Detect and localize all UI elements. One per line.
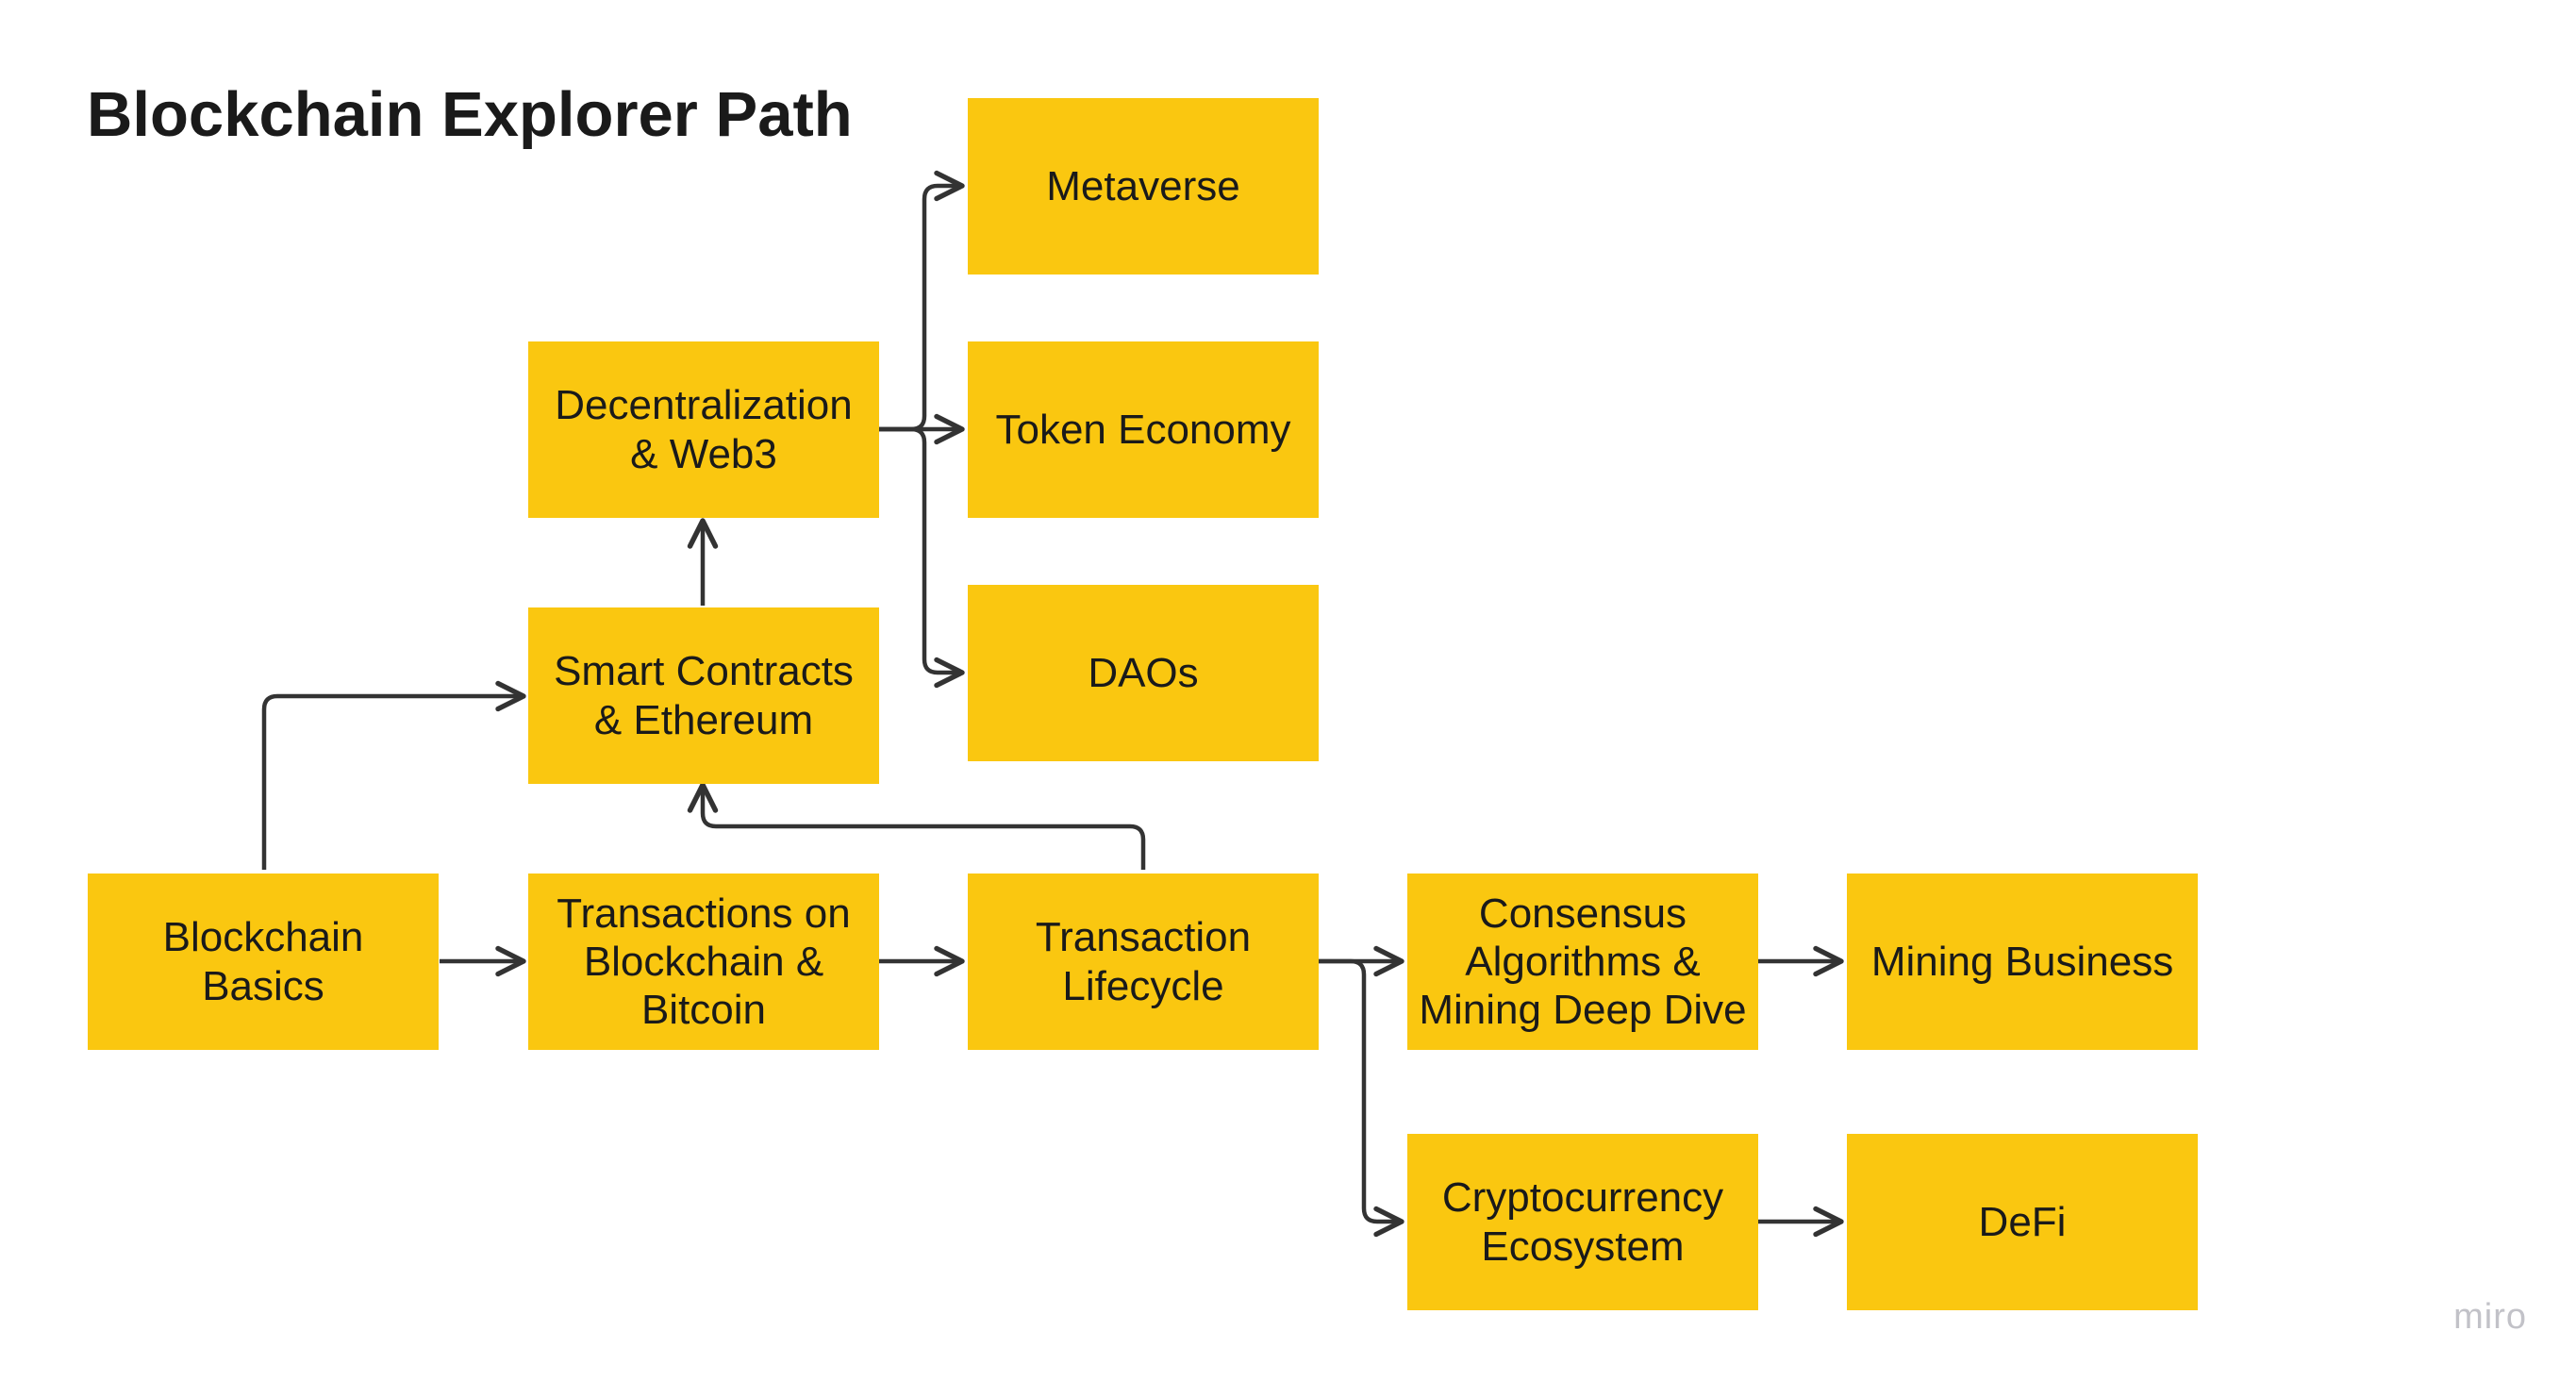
- node-transactions[interactable]: Transactions on Blockchain & Bitcoin: [528, 874, 879, 1050]
- node-consensus[interactable]: Consensus Algorithms & Mining Deep Dive: [1407, 874, 1758, 1050]
- node-transactions-label: Transactions on Blockchain & Bitcoin: [557, 890, 851, 1034]
- edge-decentralization-to-metaverse: [879, 170, 965, 432]
- node-token-economy-label: Token Economy: [995, 406, 1291, 453]
- node-token-economy[interactable]: Token Economy: [968, 341, 1319, 518]
- node-metaverse-label: Metaverse: [1046, 162, 1240, 209]
- node-transaction-lifecycle-label: Transaction Lifecycle: [1035, 914, 1252, 1009]
- node-defi-label: DeFi: [1978, 1198, 2067, 1245]
- edge-basics-to-smart-contracts: [261, 680, 526, 870]
- node-crypto-ecosystem[interactable]: Cryptocurrency Ecosystem: [1407, 1134, 1758, 1310]
- miro-watermark: miro: [2453, 1297, 2527, 1337]
- edge-lifecycle-to-crypto-ecosystem: [1319, 958, 1404, 1238]
- node-consensus-label: Consensus Algorithms & Mining Deep Dive: [1419, 890, 1747, 1034]
- node-metaverse[interactable]: Metaverse: [968, 98, 1319, 275]
- node-transaction-lifecycle[interactable]: Transaction Lifecycle: [968, 874, 1319, 1050]
- node-blockchain-basics-label: Blockchain Basics: [162, 914, 364, 1009]
- node-smart-contracts[interactable]: Smart Contracts & Ethereum: [528, 607, 879, 784]
- node-decentralization[interactable]: Decentralization & Web3: [528, 341, 879, 518]
- node-smart-contracts-label: Smart Contracts & Ethereum: [554, 648, 854, 743]
- node-daos-label: DAOs: [1088, 649, 1199, 696]
- node-mining-business-label: Mining Business: [1870, 938, 2174, 985]
- diagram-title: Blockchain Explorer Path: [87, 79, 853, 150]
- node-mining-business[interactable]: Mining Business: [1847, 874, 2198, 1050]
- node-crypto-ecosystem-label: Cryptocurrency Ecosystem: [1441, 1174, 1724, 1270]
- node-blockchain-basics[interactable]: Blockchain Basics: [88, 874, 439, 1050]
- edge-lifecycle-to-smart-contracts: [687, 782, 1146, 870]
- node-decentralization-label: Decentralization & Web3: [555, 382, 853, 477]
- node-daos[interactable]: DAOs: [968, 585, 1319, 761]
- node-defi[interactable]: DeFi: [1847, 1134, 2198, 1310]
- edge-decentralization-to-daos: [879, 426, 965, 689]
